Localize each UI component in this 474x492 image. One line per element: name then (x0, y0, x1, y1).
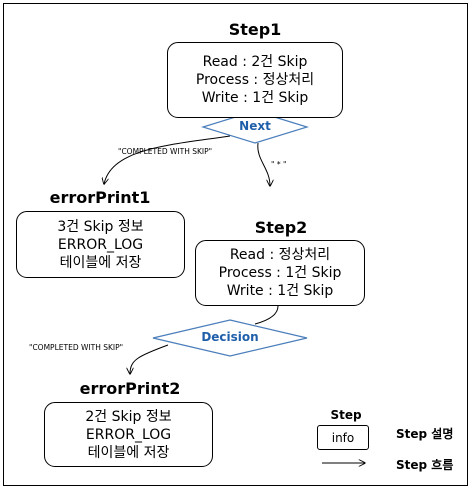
errorprint2-title: errorPrint2 (79, 379, 181, 398)
step2-line-write: Write : 1건 Skip (226, 283, 334, 299)
step2-line-read: Read : 정상처리 (229, 247, 331, 263)
decision-diamond-decision (152, 319, 308, 357)
legend-info-box: info (317, 425, 369, 450)
step1-title: Step1 (228, 20, 282, 39)
errorprint2-line-2: ERROR_LOG (85, 426, 172, 443)
step1-line-process: Process : 정상처리 (195, 72, 315, 88)
errorprint2-box: 2건 Skip 정보 ERROR_LOG 테이블에 저장 (44, 402, 213, 467)
arrow-next-to-errorprint1 (104, 135, 231, 184)
step1-box: Read : 2건 Skip Process : 정상처리 Write : 1건… (167, 42, 343, 118)
label-completed-with-skip-1: "COMPLETED WITH SKIP" (118, 147, 213, 156)
step2-title: Step2 (254, 218, 308, 237)
step1-line-write: Write : 1건 Skip (201, 90, 309, 106)
errorprint2-line-3: 테이블에 저장 (87, 444, 170, 461)
errorprint2-line-1: 2건 Skip 정보 (85, 408, 172, 425)
decision-label: Decision (201, 330, 259, 344)
arrow-decision-to-errorprint2 (130, 344, 169, 374)
line-step2-to-decision (254, 305, 279, 325)
decision-next-label: Next (239, 119, 271, 133)
errorprint1-line-1: 3건 Skip 정보 (57, 218, 144, 235)
arrow-next-to-step2 (257, 142, 270, 186)
label-star: " * " (271, 160, 287, 169)
step1-line-read: Read : 2건 Skip (202, 54, 308, 70)
diagram-frame (3, 3, 468, 486)
errorprint1-line-2: ERROR_LOG (57, 236, 144, 253)
errorprint1-title: errorPrint1 (49, 188, 151, 207)
step2-line-process: Process : 1건 Skip (218, 265, 342, 281)
step2-box: Read : 정상처리 Process : 1건 Skip Write : 1건… (195, 240, 365, 306)
legend-step-title: Step (330, 408, 362, 422)
legend-flow-desc: Step 흐름 (396, 458, 454, 472)
legend-info-text: info (331, 430, 355, 445)
legend-step-desc: Step 설명 (396, 427, 454, 441)
errorprint1-box: 3건 Skip 정보 ERROR_LOG 테이블에 저장 (16, 211, 185, 278)
decision-diamond-next (200, 110, 310, 144)
label-completed-with-skip-2: "COMPLETED WITH SKIP" (29, 343, 124, 352)
errorprint1-line-3: 테이블에 저장 (59, 254, 142, 271)
